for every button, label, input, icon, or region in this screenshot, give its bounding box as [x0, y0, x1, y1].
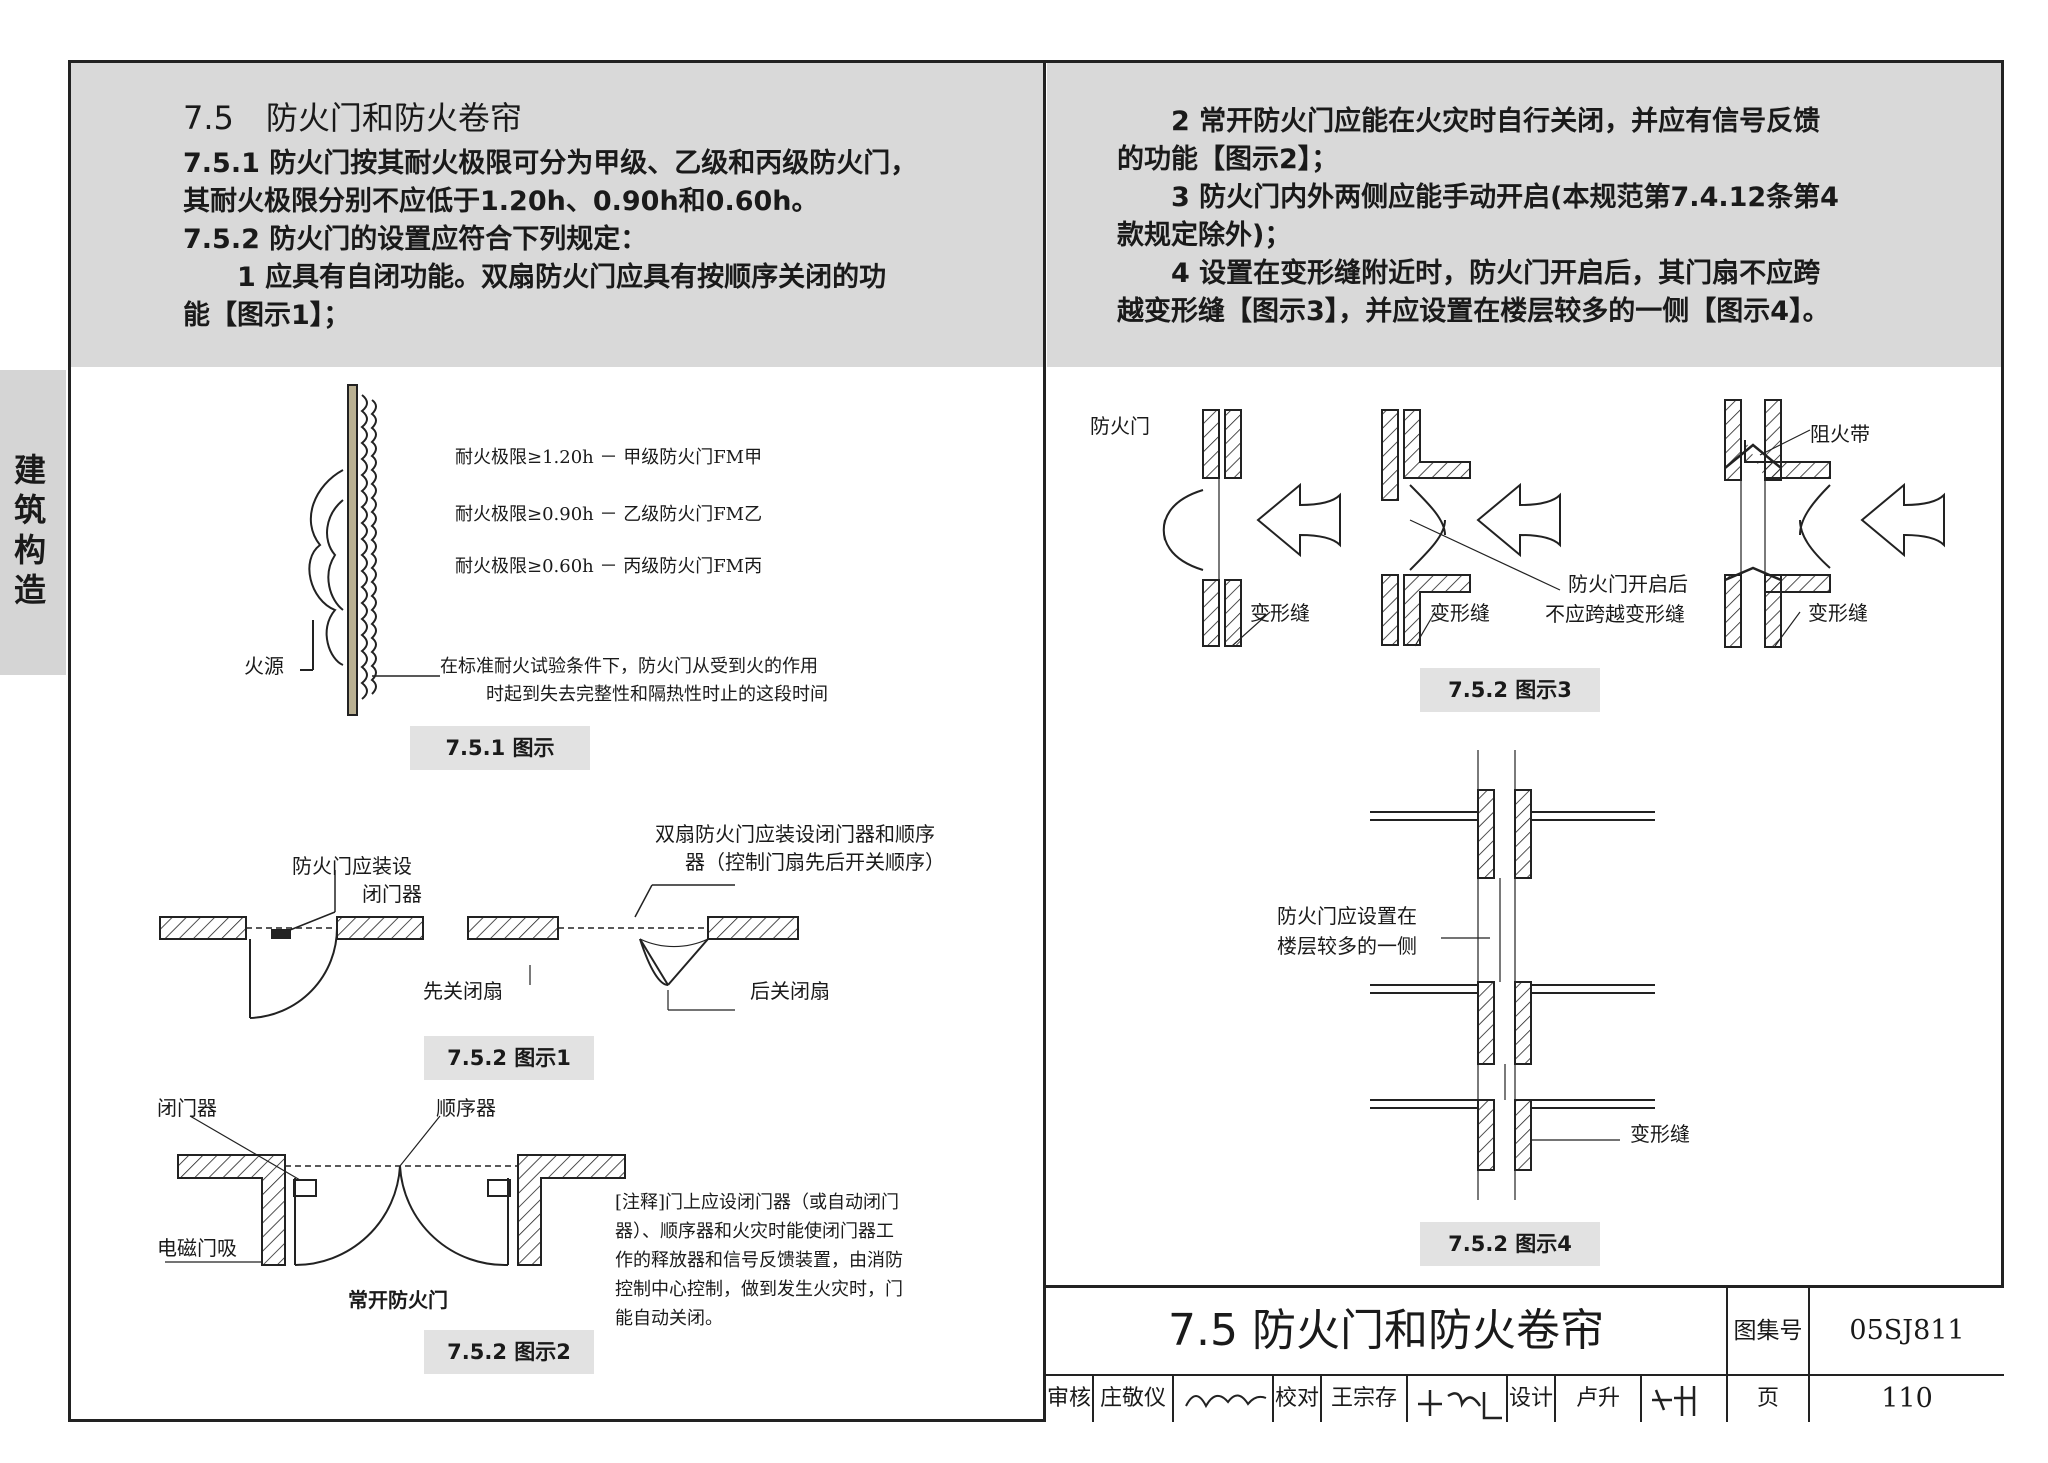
- double-note-line-1: 双扇防火门应装设闭门器和顺序: [655, 822, 935, 846]
- reviewer-name: 庄敬仪: [1094, 1376, 1174, 1422]
- note-line-3: 作的释放器和信号反馈装置，由消防: [615, 1250, 903, 1271]
- fig752-2-caption: 7.5.2 图示2: [424, 1330, 594, 1374]
- designer-name: 卢升: [1556, 1376, 1642, 1422]
- design-label: 设计: [1508, 1376, 1556, 1422]
- door-leaf-b2: [667, 938, 709, 986]
- center-divider: [1043, 60, 1046, 1422]
- left-header-line-2: 其耐火极限分别不应低于1.20h、0.90h和0.60h。: [183, 186, 819, 217]
- fig752-4-caption: 7.5.2 图示4: [1420, 1222, 1600, 1266]
- second-leaf-label: 后关闭扇: [750, 979, 830, 1003]
- joint-label-1: 变形缝: [1250, 601, 1310, 625]
- closer-note-line-1: 防火门应装设: [292, 854, 412, 878]
- note-line-1: [注释]门上应设闭门器（或自动闭门: [615, 1192, 900, 1213]
- fig751-drawing: [300, 384, 440, 716]
- side-tab-text: 建筑构造: [14, 451, 47, 609]
- door-leaf-b1: [639, 938, 669, 986]
- joint-label-3: 变形缝: [1808, 601, 1868, 625]
- wall-left-a: [159, 916, 247, 940]
- reviewer-signature: [1174, 1376, 1274, 1422]
- first-leaf-label: 先关闭扇: [423, 979, 503, 1003]
- fire-door-panel: [347, 384, 358, 716]
- left-header-line-4: 1 应具有自闭功能。双扇防火门应具有按顺序关闭的功: [183, 262, 887, 293]
- designer-signature: [1642, 1376, 1726, 1422]
- atlas-number: 05SJ811: [1849, 1315, 1965, 1346]
- right-header-band: [1047, 63, 2001, 367]
- right-header-line-1: 2 常开防火门应能在火灾时自行关闭，并应有信号反馈: [1117, 106, 1821, 137]
- fire-door-label: 防火门: [1090, 414, 1150, 438]
- fig751-caption: 7.5.1 图示: [410, 726, 590, 770]
- note-line-5: 能自动关闭。: [615, 1308, 723, 1329]
- sequencer-label: 顺序器: [436, 1096, 496, 1120]
- wall-left-c: [177, 1154, 286, 1266]
- check-label: 校对: [1274, 1376, 1322, 1422]
- fig752-3-drawing: [1162, 399, 1945, 648]
- atlas-label: 图集号: [1733, 1318, 1803, 1344]
- rating-c: 耐火极限≥0.60h － 丙级防火门FM丙: [455, 556, 763, 577]
- drawing-sheet: [68, 60, 2004, 1422]
- wall-right-b: [707, 916, 799, 940]
- checker-name: 王宗存: [1322, 1376, 1408, 1422]
- fig3-note-line-1: 防火门开启后: [1568, 572, 1688, 596]
- wall-left-b: [467, 916, 559, 940]
- left-header-band: [71, 63, 1043, 367]
- door-label: 常开防火门: [348, 1288, 448, 1312]
- joint-label-2: 变形缝: [1430, 601, 1490, 625]
- fig752-4-drawing: [1370, 750, 1655, 1200]
- magnetic-holder-label: 电磁门吸: [157, 1236, 237, 1260]
- fire-strip-label: 阻火带: [1810, 422, 1870, 446]
- right-header-line-3: 3 防火门内外两侧应能手动开启(本规范第7.4.12条第4: [1117, 182, 1839, 213]
- left-header-line-3: 7.5.2 防火门的设置应符合下列规定：: [183, 224, 648, 255]
- fig3-note-line-2: 不应跨越变形缝: [1545, 602, 1685, 626]
- wall-right-c: [517, 1154, 626, 1266]
- title-block: 7.5 防火门和防火卷帘 图集号 05SJ811 审核 庄敬仪 校对 王宗存 设…: [1043, 1285, 2004, 1422]
- closer-label: 闭门器: [157, 1096, 217, 1120]
- closer-note-line-2: 闭门器: [362, 882, 422, 906]
- right-header-line-4: 款规定除外)；: [1117, 220, 1292, 251]
- wall-right-a: [336, 916, 424, 940]
- fig752-2-drawing: [165, 1115, 626, 1267]
- definition-line-2: 时起到失去完整性和隔热性时止的这段时间: [486, 684, 828, 705]
- note-line-2: 器）、顺序器和火灾时能使闭门器工: [615, 1221, 894, 1242]
- double-note-line-2: 器（控制门扇先后开关顺序）: [685, 850, 945, 874]
- fig4-note-line-2: 楼层较多的一侧: [1277, 934, 1417, 958]
- title-block-title: 7.5 防火门和防火卷帘: [1168, 1305, 1604, 1356]
- fig4-joint-label: 变形缝: [1630, 1122, 1690, 1146]
- rating-a: 耐火极限≥1.20h － 甲级防火门FM甲: [455, 447, 763, 468]
- definition-line-1: 在标准耐火试验条件下，防火门从受到火的作用: [440, 656, 818, 677]
- side-tab: 建筑构造: [0, 370, 66, 675]
- section-title: 7.5 防火门和防火卷帘: [183, 99, 522, 137]
- right-header-line-2: 的功能【图示2】；: [1117, 144, 1339, 175]
- left-header-line-1: 7.5.1 防火门按其耐火极限可分为甲级、乙级和丙级防火门，: [183, 148, 918, 179]
- right-header-line-6: 越变形缝【图示3】，并应设置在楼层较多的一侧【图示4】。: [1117, 296, 1830, 327]
- note-line-4: 控制中心控制，做到发生火灾时，门: [615, 1279, 903, 1300]
- fig752-3-caption: 7.5.2 图示3: [1420, 668, 1600, 712]
- review-label: 审核: [1046, 1376, 1094, 1422]
- left-header-line-5: 能【图示1】；: [183, 300, 351, 331]
- checker-signature: [1408, 1376, 1508, 1422]
- right-header-line-5: 4 设置在变形缝附近时，防火门开启后，其门扇不应跨: [1117, 258, 1821, 289]
- fig752-1-drawing: [159, 870, 799, 1019]
- rating-b: 耐火极限≥0.90h － 乙级防火门FM乙: [455, 504, 763, 525]
- page-label: 页: [1756, 1386, 1779, 1411]
- page-number: 110: [1881, 1383, 1933, 1414]
- fig752-1-caption: 7.5.2 图示1: [424, 1036, 594, 1080]
- fire-source-label: 火源: [244, 654, 284, 678]
- heat-wave-lines: [360, 394, 368, 700]
- flame-outline: [308, 469, 344, 666]
- fig4-note-line-1: 防火门应设置在: [1277, 904, 1417, 928]
